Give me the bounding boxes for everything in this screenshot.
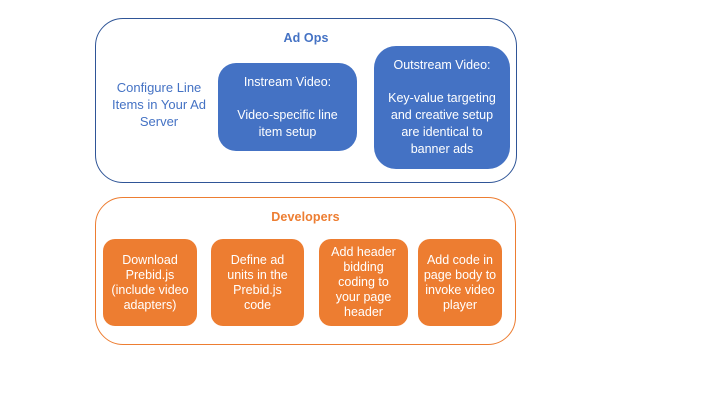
ad-ops-title: Ad Ops bbox=[283, 31, 329, 45]
outstream-video-box: Outstream Video: Key-value targeting and… bbox=[374, 46, 510, 169]
instream-video-heading: Instream Video: bbox=[243, 74, 332, 89]
developers-group: Developers Download Prebid.js (include v… bbox=[95, 197, 516, 345]
developers-step-define-ad-units: Define ad units in the Prebid.js code bbox=[211, 239, 304, 326]
developers-step-page-body-code: Add code in page body to invoke video pl… bbox=[418, 239, 502, 326]
instream-video-box: Instream Video: Video-specific line item… bbox=[218, 63, 357, 151]
developers-step-header-bidding-code: Add header bidding coding to your page h… bbox=[319, 239, 408, 326]
outstream-video-body: Key-value targeting and creative setup a… bbox=[388, 91, 496, 156]
ad-ops-side-note: Configure Line Items in Your Ad Server bbox=[112, 80, 206, 129]
instream-video-body: Video-specific line item setup bbox=[237, 107, 338, 139]
developers-title: Developers bbox=[271, 210, 340, 224]
developers-step-download-prebid: Download Prebid.js (include video adapte… bbox=[103, 239, 197, 326]
ad-ops-group: Ad Ops Configure Line Items in Your Ad S… bbox=[95, 18, 517, 183]
outstream-video-heading: Outstream Video: bbox=[393, 58, 491, 72]
